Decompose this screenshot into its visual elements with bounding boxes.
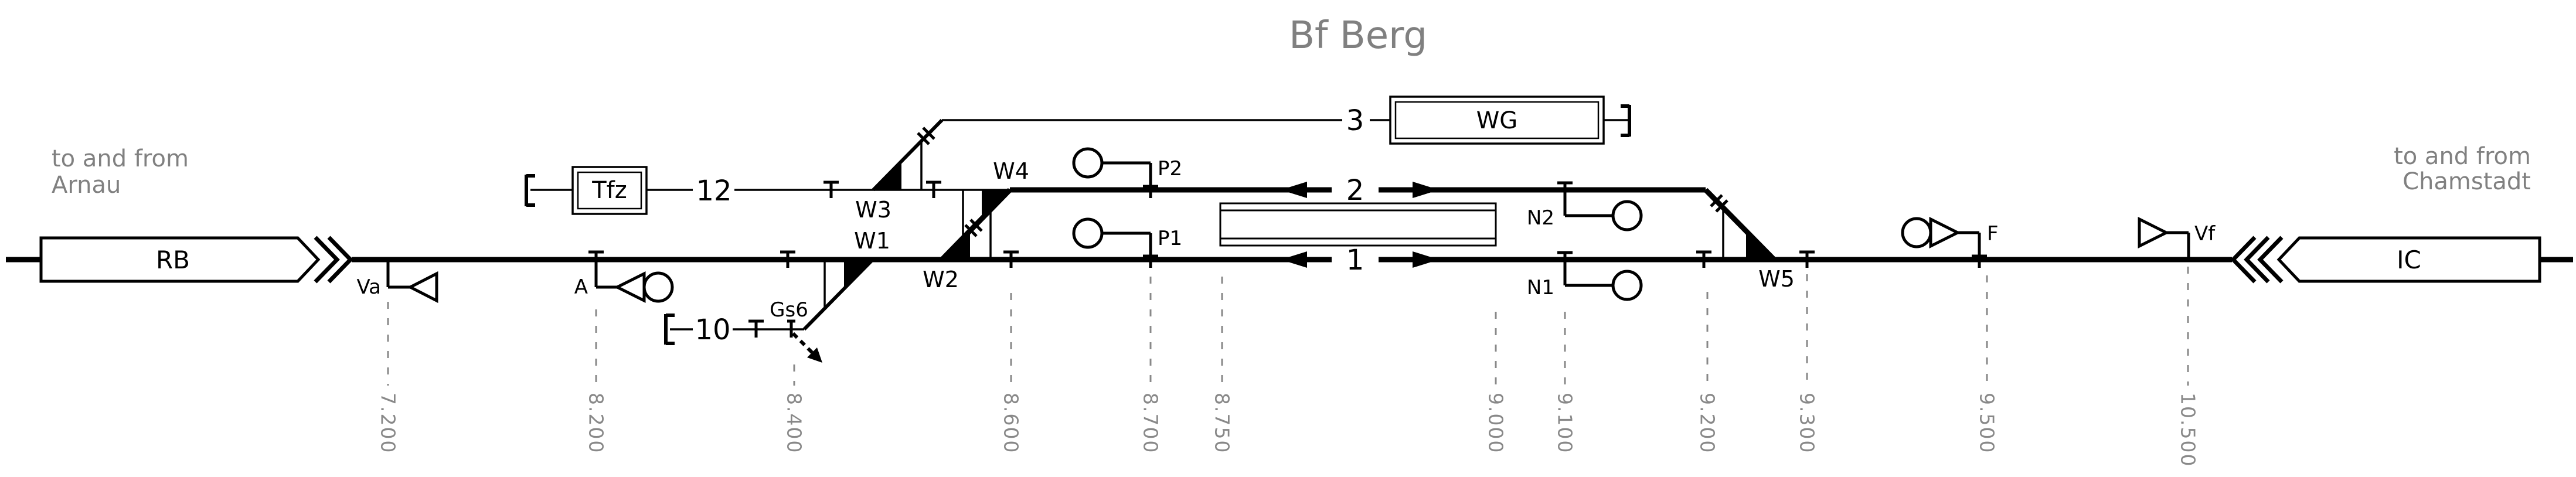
switch-w3	[872, 118, 944, 192]
km-gridlines	[387, 267, 2189, 386]
km-mark-8600: 8.600	[999, 393, 1023, 454]
track-marker-ticks	[748, 180, 1815, 338]
direction-arrows-track1	[1281, 251, 1439, 268]
track-2	[1010, 187, 1777, 262]
rb-train-label: RB	[156, 246, 190, 274]
km-mark-8750: 8.750	[1210, 393, 1234, 454]
km-mark-9100: 9.100	[1553, 393, 1577, 454]
signal-va-label: Va	[356, 275, 381, 299]
switch-w1-label: W1	[854, 228, 890, 254]
km-mark-8200: 8.200	[584, 393, 608, 454]
signal-n1-label: N1	[1526, 276, 1554, 299]
ic-train-label: IC	[2397, 246, 2421, 274]
buffer-stop-track12	[525, 174, 535, 207]
switch-w3-label: W3	[855, 197, 891, 223]
tfz-label: Tfz	[592, 177, 627, 204]
joint-mark-w3	[917, 127, 935, 145]
signal-a-label: A	[574, 275, 588, 299]
rb-chevrons	[314, 236, 353, 284]
switch-w5-label: W5	[1758, 266, 1795, 292]
wg-label: WG	[1476, 107, 1518, 134]
signal-a	[588, 250, 674, 304]
signal-vf	[2138, 216, 2190, 260]
km-mark-7200: 7.200	[376, 393, 400, 454]
derailer-arrowhead	[807, 347, 822, 363]
track-10-number: 10	[695, 314, 731, 346]
joint-mark-w5	[1710, 194, 1728, 213]
ic-train-box	[2230, 236, 2541, 284]
note-arnau-line1: to and from	[52, 145, 189, 172]
rb-train-box	[39, 236, 353, 284]
joint-mark-w2	[964, 219, 983, 237]
switch-w5	[1710, 194, 1774, 260]
note-chamstadt-line1: to and from	[2394, 143, 2531, 170]
note-arnau-line2: Arnau	[52, 172, 121, 199]
buffer-stop-track3	[1621, 104, 1631, 137]
crossover-w2-w4	[940, 188, 1012, 262]
signal-p1	[1072, 217, 1158, 268]
ic-chevrons	[2230, 236, 2284, 284]
signal-p2	[1072, 147, 1158, 198]
km-mark-10500: 10.500	[2176, 393, 2200, 468]
signal-n1	[1557, 251, 1643, 301]
buffer-stop-track10	[664, 314, 675, 345]
track-3-number: 3	[1346, 104, 1364, 137]
platform	[1219, 202, 1497, 247]
derailer-gs6-label: Gs6	[770, 298, 808, 322]
derailer-gs6	[787, 319, 822, 363]
signal-n2-label: N2	[1526, 206, 1554, 230]
signal-vf-label: Vf	[2194, 222, 2216, 246]
wg-box	[1389, 96, 1605, 145]
signal-n2	[1557, 181, 1643, 231]
switch-w1	[802, 258, 874, 331]
km-mark-8700: 8.700	[1139, 393, 1162, 454]
km-mark-9300: 9.300	[1795, 393, 1819, 454]
km-mark-9200: 9.200	[1696, 393, 1719, 454]
signal-p1-label: P1	[1158, 227, 1183, 250]
switch-w2-label: W2	[923, 267, 959, 292]
track-2-number: 2	[1346, 174, 1364, 207]
track-12-number: 12	[696, 175, 732, 207]
km-mark-9000: 9.000	[1484, 393, 1508, 454]
signal-f	[1901, 216, 1987, 268]
km-mark-8400: 8.400	[782, 393, 806, 454]
km-mark-9500: 9.500	[1975, 393, 1999, 454]
signal-p2-label: P2	[1158, 157, 1183, 180]
signal-va	[386, 262, 438, 304]
signal-f-label: F	[1987, 222, 1999, 246]
direction-arrows-track2	[1281, 182, 1439, 198]
page-title: Bf Berg	[1289, 14, 1427, 57]
track-1-number: 1	[1346, 244, 1364, 277]
note-chamstadt-line2: Chamstadt	[2403, 168, 2531, 195]
tfz-box	[571, 166, 648, 215]
switch-w4-label: W4	[993, 158, 1029, 184]
